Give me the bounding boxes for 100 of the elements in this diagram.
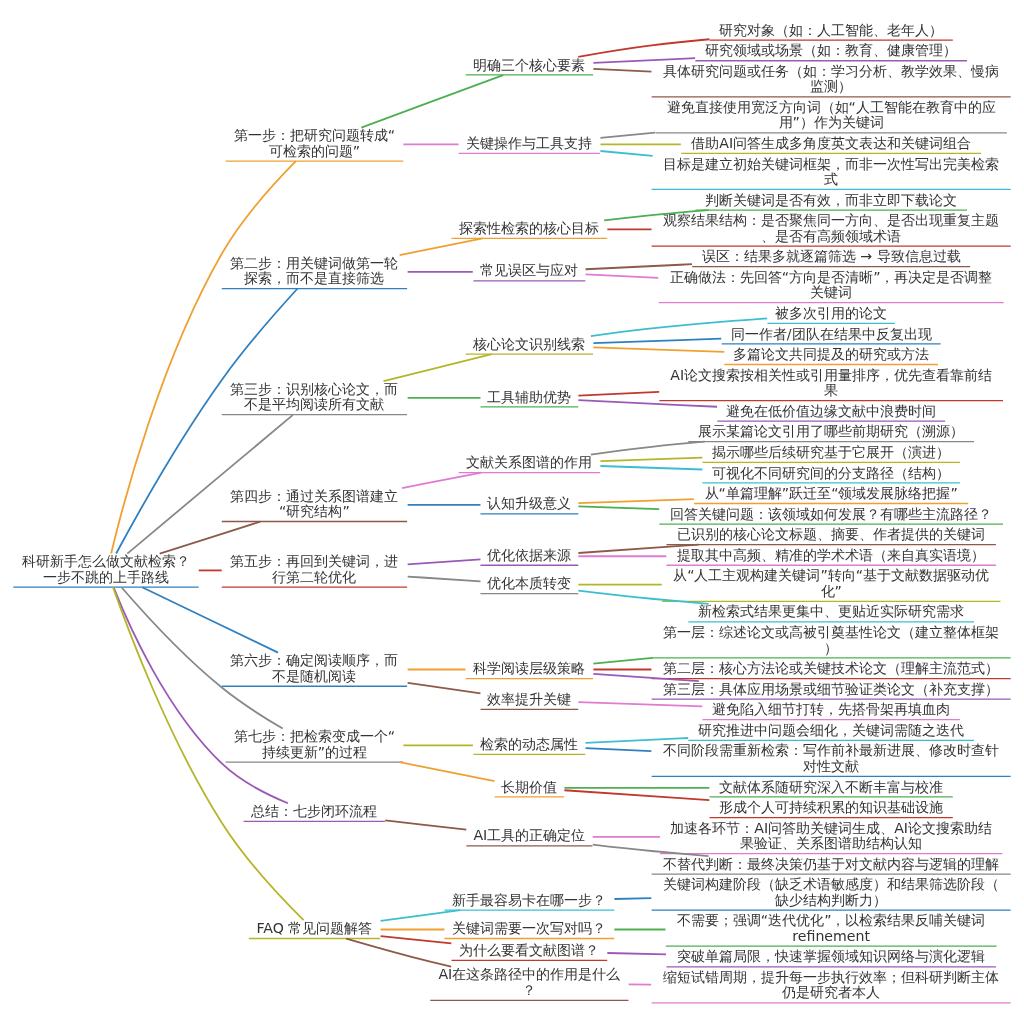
- node-text: 已识别的核心论文标题、摘要、作者提供的关键词: [677, 525, 986, 542]
- node-text: 研究推进中问题会细化，关键词需随之迭代: [698, 721, 965, 738]
- node-text: 观察结果结构：是否聚焦同一方向、是否出现重复主题、是否有高频领域术语: [663, 211, 1000, 244]
- connector: [406, 575, 482, 582]
- node-text: 关键词需要一次写对吗？: [452, 919, 607, 936]
- node-text: 新检索式结果更集中、更贴近实际研究需求: [698, 602, 965, 619]
- node-text: 明确三个核心要素: [473, 56, 586, 73]
- connector: [379, 928, 446, 930]
- node-text: 优化本质转变: [487, 574, 572, 591]
- connector: [592, 56, 697, 64]
- node-text: 第五步：再回到关键词，进行第二轮优化: [230, 552, 399, 585]
- connector: [599, 464, 704, 470]
- connector: [402, 744, 474, 746]
- connector: [126, 413, 294, 554]
- connector: [613, 896, 653, 900]
- node-text: AI论文搜索按相关性或引用量排序，优先查看靠前结果: [670, 366, 993, 398]
- node-text: 长期价值: [501, 778, 558, 795]
- node-text: 不替代判断：最终决策仍基于对文献内容与逻辑的理解: [663, 855, 1000, 872]
- connector: [406, 503, 482, 506]
- connector: [590, 317, 768, 337]
- node-text: 第六步：确定阅读顺序，而不是随机阅读: [230, 651, 399, 684]
- connector: [606, 951, 667, 955]
- node-text: 工具辅助优势: [487, 388, 572, 405]
- connector: [384, 819, 468, 831]
- node-text: 研究对象（如：人工智能、老年人）: [719, 21, 944, 38]
- node-text: 科研新手怎么做文献检索？一步不跳的上手路线: [21, 552, 190, 585]
- connector: [627, 983, 652, 985]
- connector: [577, 583, 663, 585]
- connector: [592, 67, 653, 73]
- connector: [603, 208, 710, 221]
- connector: [592, 337, 723, 344]
- node-text: 从“单篇理解”跃迁至“领域发展脉络把握”: [704, 484, 958, 501]
- connector: [584, 273, 660, 279]
- node-text: 第三步：识别核心论文，而不是平均阅读所有文献: [230, 380, 399, 412]
- connector: [563, 786, 711, 789]
- node-text: 第四步：通过关系图谱建立“研究结构”: [230, 487, 399, 519]
- node-text: 展示某篇论文引用了哪些前期研究（溯源）: [698, 422, 965, 439]
- node-text: 为什么要看文献图谱？: [459, 941, 600, 958]
- connector: [584, 746, 653, 752]
- node-text: 具体研究问题或任务（如：学习分析、教学效果、慢病监测）: [663, 62, 1000, 94]
- connector: [577, 543, 700, 554]
- node-text: 避免在低价值边缘文献中浪费时间: [726, 402, 937, 419]
- connector: [599, 143, 682, 145]
- connector: [599, 131, 656, 139]
- connector: [406, 270, 474, 273]
- node-text: 第一步：把研究问题转成“可检索的问题”: [233, 126, 396, 159]
- node-text: 认知升级意义: [487, 494, 572, 511]
- connector: [606, 227, 653, 230]
- node-text: 回答关键问题：该领域如何发展？有哪些主流路径？: [670, 505, 993, 522]
- node-text: AI在这条路径中的作用是什么？: [438, 965, 621, 998]
- connector: [577, 37, 711, 58]
- connector: [141, 585, 279, 653]
- node-text: 常见误区与应对: [480, 261, 579, 278]
- connector: [592, 668, 653, 670]
- connector: [577, 505, 661, 510]
- node-text: 揭示哪些后续研究基于它展开（演进）: [712, 443, 951, 460]
- node-text: 同一作者/团队在结果中反复出现: [730, 325, 932, 341]
- connector: [592, 345, 726, 353]
- node-text: 检索的动态属性: [480, 735, 579, 752]
- connector: [406, 396, 482, 399]
- connector: [402, 143, 460, 145]
- node-text: 第三层：具体应用场景或细节验证类论文（补充支撑）: [663, 680, 1000, 697]
- connector: [379, 908, 462, 922]
- connector: [197, 569, 223, 571]
- node-text: 不同阶段需重新检索：写作前补最新进展、修改时查针对性文献: [663, 741, 1000, 774]
- node-text: 第七步：把检索变成一个“持续更新”的过程: [233, 727, 396, 760]
- node-text: 可视化不同研究间的分支路径（结构）: [712, 463, 951, 480]
- connector: [584, 262, 693, 270]
- connector: [563, 788, 711, 801]
- node-text: 不需要；强调“迭代优化”，以检索结果反哺关键词 refinement: [676, 911, 986, 944]
- node-text: 优化依据来源: [487, 546, 572, 563]
- node-text: 第一层：综述论文或高被引奠基性论文（建立整体框架）: [663, 623, 1000, 656]
- node-text: 正确做法：先回答“方向是否清晰”，再决定是否调整关键词: [669, 268, 993, 300]
- connector: [398, 237, 484, 256]
- node-text: 效率提升关键: [487, 690, 572, 707]
- connector: [592, 672, 700, 682]
- node-text: 关键操作与工具支持: [466, 134, 593, 151]
- connector: [591, 835, 661, 838]
- node-text: 第二层：核心方法论或关键技术论文（理解主流范式）: [663, 659, 1000, 676]
- connector: [406, 668, 467, 670]
- node-text: 从“人工主观构建关键词”转向“基于文献数据驱动优化”: [673, 566, 990, 599]
- connector: [577, 390, 661, 397]
- connector: [592, 656, 654, 664]
- node-text: 第二步：用关键词做第一轮探索，而不是直接筛选: [230, 254, 399, 286]
- node-text: 研究领域或场景（如：教育、健康管理）: [705, 41, 958, 58]
- node-text: 判断关键词是否有效，而非立即下载论文: [705, 191, 958, 208]
- connector: [345, 937, 452, 968]
- connector: [599, 456, 704, 462]
- node-text: FAQ 常见问题解答: [256, 919, 373, 936]
- node-text: 目标是建立初始关键词框架，而非一次性写出完美检索式: [663, 155, 1000, 187]
- node-text: 避免陷入细节打转，先搭骨架再填血肉: [712, 700, 951, 717]
- connector: [599, 149, 654, 157]
- node-text: 新手最容易卡在哪一步？: [452, 891, 607, 908]
- connector: [398, 760, 496, 782]
- connector: [577, 554, 668, 557]
- connector: [590, 440, 706, 455]
- node-text: 提取其中高频、精准的学术术语（来自真实语境）: [677, 546, 986, 563]
- node-text: 总结：七步闭环流程: [251, 802, 378, 819]
- node-text: 多篇论文共同提及的研究或方法: [733, 345, 930, 362]
- connector: [112, 585, 305, 921]
